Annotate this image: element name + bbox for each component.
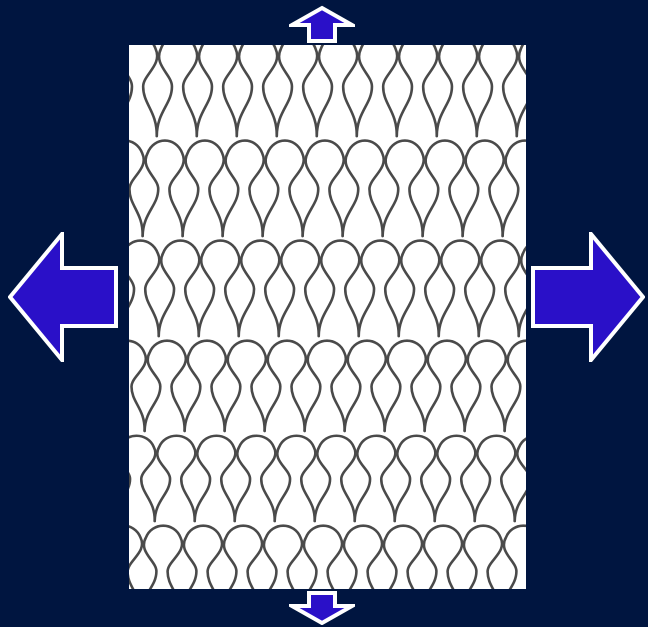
knit-loop	[345, 341, 386, 431]
knit-loop	[317, 45, 357, 136]
knit-loop	[423, 141, 464, 236]
knit-loop	[359, 241, 400, 336]
knit-loop	[395, 436, 436, 521]
knit-loop	[155, 436, 196, 521]
knit-loop	[145, 341, 186, 431]
knit-loop	[305, 341, 346, 431]
knit-loop	[129, 341, 146, 431]
knit-loop	[195, 436, 236, 521]
knit-loop	[515, 436, 526, 521]
knit-loop	[505, 341, 526, 431]
knit-loop	[141, 526, 183, 589]
arrow-left-icon	[8, 232, 120, 362]
knit-mesh	[129, 45, 526, 589]
knit-loop	[503, 141, 526, 236]
knit-loop	[185, 341, 226, 431]
knit-loop	[129, 436, 155, 521]
knit-loop	[341, 526, 383, 589]
knit-loop	[263, 141, 304, 236]
knit-loop	[463, 141, 504, 236]
knit-loop	[399, 241, 440, 336]
arrow-right-icon	[529, 232, 645, 362]
knit-loop	[303, 141, 344, 236]
knit-loop	[315, 436, 356, 521]
knit-loop	[129, 141, 144, 236]
knit-loop	[183, 141, 224, 236]
knit-loop	[355, 436, 396, 521]
knit-loop	[475, 436, 516, 521]
knit-loop	[517, 45, 526, 136]
knit-loop	[199, 241, 240, 336]
knit-loop	[477, 45, 517, 136]
knit-loop	[143, 141, 184, 236]
knit-loop	[435, 436, 476, 521]
knit-loop	[129, 45, 157, 136]
knit-loop	[319, 241, 360, 336]
knit-loop	[225, 341, 266, 431]
knit-loop	[277, 45, 317, 136]
knit-loop	[129, 241, 159, 336]
knit-loop	[221, 526, 263, 589]
arrow-down-icon	[289, 591, 355, 625]
knit-loop	[465, 341, 506, 431]
knit-loop	[357, 45, 397, 136]
knit-mesh-panel	[129, 45, 526, 589]
knit-loop	[301, 526, 343, 589]
knit-loop	[235, 436, 276, 521]
knit-loop	[501, 526, 526, 589]
knit-loop	[159, 241, 200, 336]
knit-loop	[385, 341, 426, 431]
knit-loop	[261, 526, 303, 589]
knit-loop	[157, 45, 197, 136]
knit-loop	[265, 341, 306, 431]
knit-loop	[479, 241, 520, 336]
knit-loop	[181, 526, 223, 589]
knit-loop	[381, 526, 423, 589]
knit-loop	[439, 241, 480, 336]
knit-loop	[383, 141, 424, 236]
knit-loop	[397, 45, 437, 136]
knit-loop	[421, 526, 463, 589]
knit-loop	[197, 45, 237, 136]
knit-loop	[237, 45, 277, 136]
arrow-up-icon	[289, 5, 355, 43]
knit-loop	[223, 141, 264, 236]
knit-loop	[343, 141, 384, 236]
knit-loop	[275, 436, 316, 521]
knit-loop	[437, 45, 477, 136]
knit-loop	[239, 241, 280, 336]
knit-loop	[461, 526, 503, 589]
knit-loop	[425, 341, 466, 431]
knit-loop	[129, 526, 142, 589]
knit-loop	[279, 241, 320, 336]
